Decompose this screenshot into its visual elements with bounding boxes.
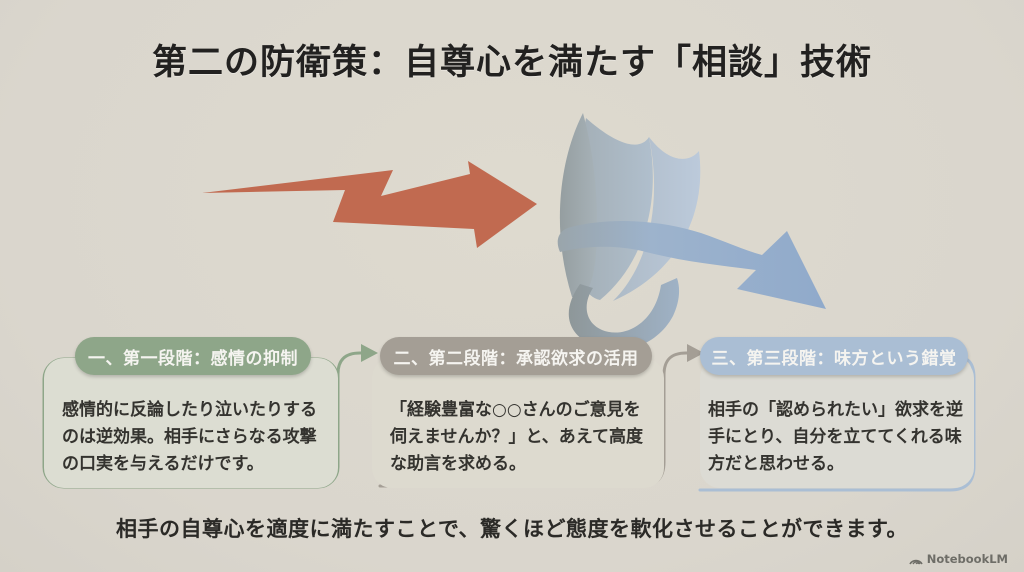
notebooklm-watermark: NotebookLM (909, 552, 1008, 566)
stage1-body: 感情的に反論したり泣いたりするのは逆効果。相手にさらなる攻撃の口実を与えるだけで… (62, 400, 317, 475)
deflected-arrow-icon (557, 221, 826, 309)
deflection-plume-icon (559, 113, 701, 350)
slide-caption: 相手の自尊心を適度に満たすことで、驚くほど態度を軟化させることができます。 (116, 517, 908, 541)
stage1-card (44, 358, 338, 488)
stage2-body: 「経験豊富な○○さんのご意見を伺えませんか？」と、あえて高度な助言を求める。 (390, 400, 643, 475)
stage3-body: 相手の「認められたい」欲求を逆手にとり、自分を立ててくれる味方だと思わせる。 (708, 400, 963, 475)
stage2-header: 二、第二段階：承認欲求の活用 (380, 337, 652, 375)
stage3-header: 三、第三段階：味方という錯覚 (700, 337, 968, 375)
slide-title: 第二の防衛策：自尊心を満たす「相談」技術 (151, 42, 872, 83)
stage3-card (700, 358, 974, 488)
stage2-card (372, 358, 664, 488)
attack-arrow-icon (202, 161, 537, 248)
watermark-label: NotebookLM (926, 552, 1008, 566)
connector-arrowhead-2 (687, 344, 704, 362)
connector-arrowhead-1 (361, 344, 378, 362)
stage1-header: 一、第一段階：感情の抑制 (75, 337, 311, 375)
notebooklm-logo-icon (909, 559, 923, 564)
